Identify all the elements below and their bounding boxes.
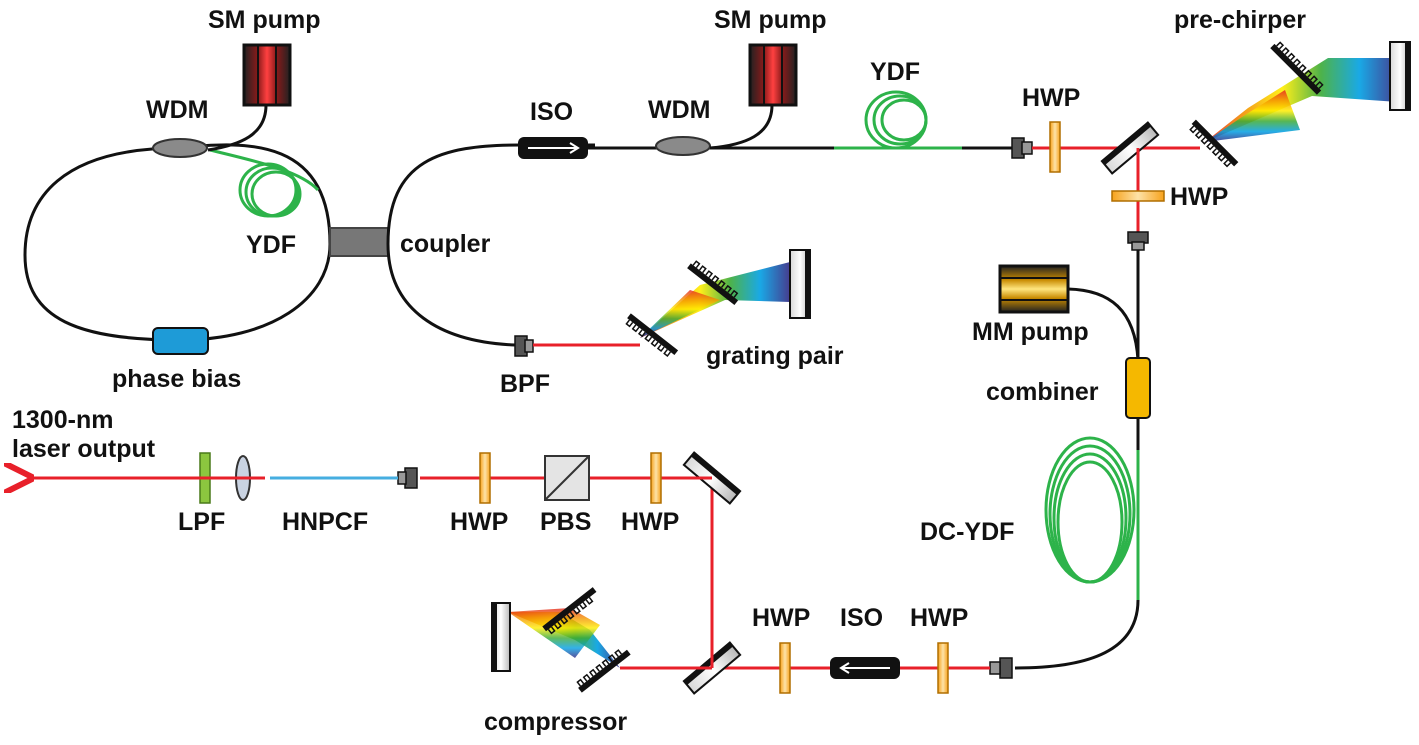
label-output-line2: laser output bbox=[12, 435, 156, 463]
label-ydf-1: YDF bbox=[246, 231, 296, 259]
collimator-3 bbox=[989, 657, 1013, 679]
pbs-component bbox=[544, 455, 590, 501]
label-lpf: LPF bbox=[178, 508, 225, 536]
mm-pump-component bbox=[998, 264, 1070, 314]
label-dc-ydf: DC-YDF bbox=[920, 518, 1014, 546]
dc-ydf-coil bbox=[1044, 436, 1140, 600]
iso-2-component bbox=[830, 657, 900, 679]
grating-pair-component bbox=[625, 249, 811, 357]
label-hwp-6: HWP bbox=[621, 508, 679, 536]
wdm-2-component bbox=[655, 136, 711, 156]
label-hwp-3: HWP bbox=[752, 604, 810, 632]
sm-pump-1-component bbox=[242, 43, 292, 107]
label-hwp-5: HWP bbox=[450, 508, 508, 536]
label-hwp-2: HWP bbox=[1170, 183, 1228, 211]
iso-1-component bbox=[518, 137, 588, 159]
left-loop-fiber bbox=[23, 143, 332, 342]
pump-2-fiber bbox=[709, 104, 774, 150]
hwp-5-component bbox=[479, 452, 491, 504]
label-phase-bias: phase bias bbox=[112, 365, 241, 393]
label-coupler: coupler bbox=[400, 230, 491, 258]
loop-ydf-coil bbox=[209, 148, 320, 218]
label-sm-pump-1: SM pump bbox=[208, 6, 321, 34]
label-iso-1: ISO bbox=[530, 98, 573, 126]
compressor-gratings bbox=[491, 587, 631, 693]
wdm-1-component bbox=[152, 138, 208, 158]
hwp-4-component bbox=[937, 642, 949, 694]
coupler-to-bpf-fiber bbox=[386, 243, 516, 347]
hwp-1-component bbox=[1049, 121, 1061, 173]
phase-bias-component bbox=[152, 327, 209, 355]
mm-pump-fiber bbox=[1067, 287, 1140, 361]
collimator-1 bbox=[1011, 137, 1033, 159]
dc-ydf-out-fiber bbox=[1014, 599, 1140, 670]
label-wdm-1: WDM bbox=[146, 96, 208, 124]
collimator-4 bbox=[397, 467, 418, 489]
label-iso-2: ISO bbox=[840, 604, 883, 632]
sm-pump-2-component bbox=[748, 43, 798, 107]
label-combiner: combiner bbox=[986, 378, 1099, 406]
coupler-component bbox=[329, 227, 389, 257]
label-ydf-2: YDF bbox=[870, 58, 920, 86]
label-hnpcf: HNPCF bbox=[282, 508, 368, 536]
nalm-loop bbox=[23, 43, 595, 355]
label-sm-pump-2: SM pump bbox=[714, 6, 827, 34]
amp-ydf-coil bbox=[834, 90, 962, 150]
label-grating-pair: grating pair bbox=[706, 342, 844, 370]
pump-1-fiber bbox=[207, 104, 268, 152]
prechirper-mirror bbox=[1100, 121, 1160, 175]
coupler-right-fiber bbox=[386, 143, 595, 245]
hwp-2-component bbox=[1111, 190, 1165, 202]
combiner-component bbox=[1125, 357, 1151, 419]
label-mm-pump: MM pump bbox=[972, 318, 1089, 346]
label-pbs: PBS bbox=[540, 508, 591, 536]
prechirper-gratings bbox=[1189, 41, 1411, 168]
hwp-6-component bbox=[650, 452, 662, 504]
collimator-2 bbox=[1127, 231, 1149, 251]
label-pre-chirper: pre-chirper bbox=[1174, 6, 1306, 34]
collimator-bpf bbox=[514, 335, 534, 357]
hwp-3-component bbox=[779, 642, 791, 694]
label-hwp-4: HWP bbox=[910, 604, 968, 632]
label-compressor: compressor bbox=[484, 708, 627, 736]
label-output-line1: 1300-nm bbox=[12, 406, 113, 434]
label-wdm-2: WDM bbox=[648, 96, 710, 124]
label-bpf: BPF bbox=[500, 370, 550, 398]
label-hwp-1: HWP bbox=[1022, 84, 1080, 112]
